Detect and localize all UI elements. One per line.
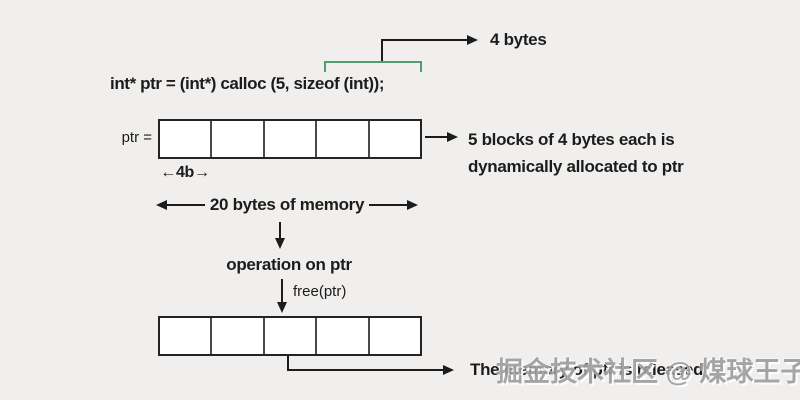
four-bytes-label: 4 bytes	[490, 30, 547, 49]
release-annotation: The memory of ptr is released	[470, 360, 704, 379]
sizeof-bracket	[324, 61, 422, 72]
operation-label: operation on ptr	[226, 255, 352, 274]
memory-cell	[210, 121, 263, 157]
memory-array-released	[158, 316, 422, 356]
memory-cell	[315, 318, 368, 354]
allocation-annotation-line2: dynamically allocated to ptr	[468, 157, 684, 176]
block-size-label: ←4b→	[160, 164, 210, 181]
arrowhead-right-icon	[447, 132, 458, 142]
memory-cell	[160, 121, 211, 157]
allocation-annotation: 5 blocks of 4 bytes each is dynamically …	[468, 126, 684, 180]
memory-cell	[160, 318, 211, 354]
memory-cell	[367, 318, 421, 354]
memory-cell	[262, 318, 316, 354]
arrowhead-right-icon	[443, 365, 454, 375]
allocation-annotation-line1: 5 blocks of 4 bytes each is	[468, 130, 675, 149]
arrowhead-right-icon	[407, 200, 418, 210]
arrowhead-down-icon	[277, 302, 287, 313]
total-span-arrow: 20 bytes of memory	[156, 195, 418, 215]
arrowhead-down-icon	[275, 238, 285, 249]
release-elbow-horizontal	[287, 369, 445, 371]
free-call-label: free(ptr)	[293, 283, 347, 300]
array-annotation-line	[425, 136, 449, 138]
memory-cell	[210, 318, 263, 354]
memory-cell	[262, 121, 316, 157]
callout-horizontal-line	[381, 39, 469, 41]
callout-vertical-line	[381, 40, 383, 63]
arrowhead-left-icon	[156, 200, 167, 210]
memory-array-allocated	[158, 119, 422, 159]
memory-cell	[315, 121, 368, 157]
span-line	[167, 204, 205, 206]
calloc-code-statement: int* ptr = (int*) calloc (5, sizeof (int…	[110, 74, 385, 93]
arrowhead-right-icon	[467, 35, 478, 45]
watermark-text: 掘金技术社区 @ 煤球王子	[496, 357, 800, 387]
total-span-label: 20 bytes of memory	[209, 195, 365, 214]
memory-cell	[367, 121, 421, 157]
pointer-label: ptr =	[121, 129, 152, 146]
release-elbow-vertical	[287, 356, 289, 371]
flow-line	[279, 222, 281, 239]
span-line	[369, 204, 407, 206]
flow-line	[281, 279, 283, 303]
